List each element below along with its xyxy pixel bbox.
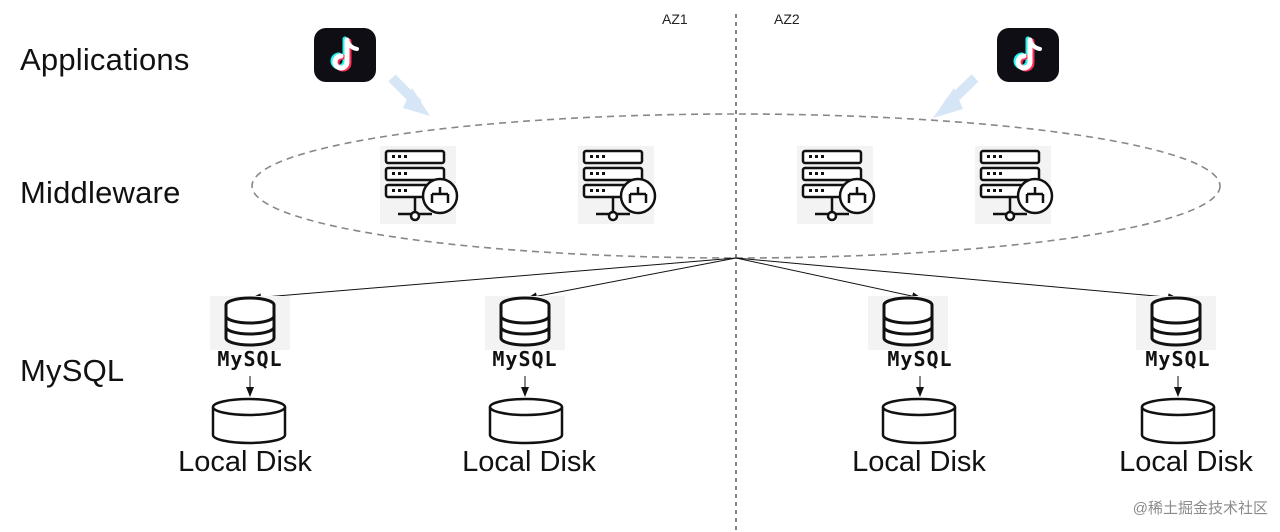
disk-label-1: Local Disk: [178, 446, 312, 478]
watermark: @稀土掘金技术社区: [1132, 500, 1268, 517]
database-icon-3: [866, 294, 950, 352]
disk-cylinder-icon-1: [211, 397, 287, 445]
disk-label-2: Local Disk: [462, 446, 596, 478]
mysql-label-1: MySQL: [217, 347, 283, 371]
disk-cylinder-icon-3: [881, 397, 957, 445]
az2-label: AZ2: [774, 11, 800, 27]
request-arrow-az2: [933, 74, 979, 118]
database-icon-1: [208, 294, 292, 352]
disk-label-3: Local Disk: [852, 446, 986, 478]
mysql-label-3: MySQL: [887, 347, 953, 371]
database-icon-2: [483, 294, 567, 352]
request-arrow-az1: [388, 74, 430, 116]
disk-cylinder-icon-4: [1140, 397, 1216, 445]
layer-label-middleware: Middleware: [20, 175, 181, 210]
disk-label-4: Local Disk: [1119, 446, 1253, 478]
layer-label-mysql: MySQL: [20, 353, 125, 388]
server-rack-icon-3: [795, 144, 876, 226]
tiktok-app-icon-az2: [997, 28, 1059, 82]
layer-label-applications: Applications: [20, 42, 190, 77]
route-line-mysql-3: [735, 257, 922, 301]
mysql-label-2: MySQL: [492, 347, 558, 371]
route-line-mysql-2: [527, 257, 737, 301]
database-icon-4: [1134, 294, 1218, 352]
server-rack-icon-4: [973, 144, 1054, 226]
route-line-mysql-4: [735, 257, 1178, 302]
az1-label: AZ1: [662, 11, 688, 27]
route-line-mysql-1: [251, 257, 737, 302]
mysql-label-4: MySQL: [1145, 347, 1211, 371]
disk-cylinder-icon-2: [488, 397, 564, 445]
server-rack-icon-1: [378, 144, 459, 226]
tiktok-app-icon-az1: [314, 28, 376, 82]
server-rack-icon-2: [576, 144, 657, 226]
